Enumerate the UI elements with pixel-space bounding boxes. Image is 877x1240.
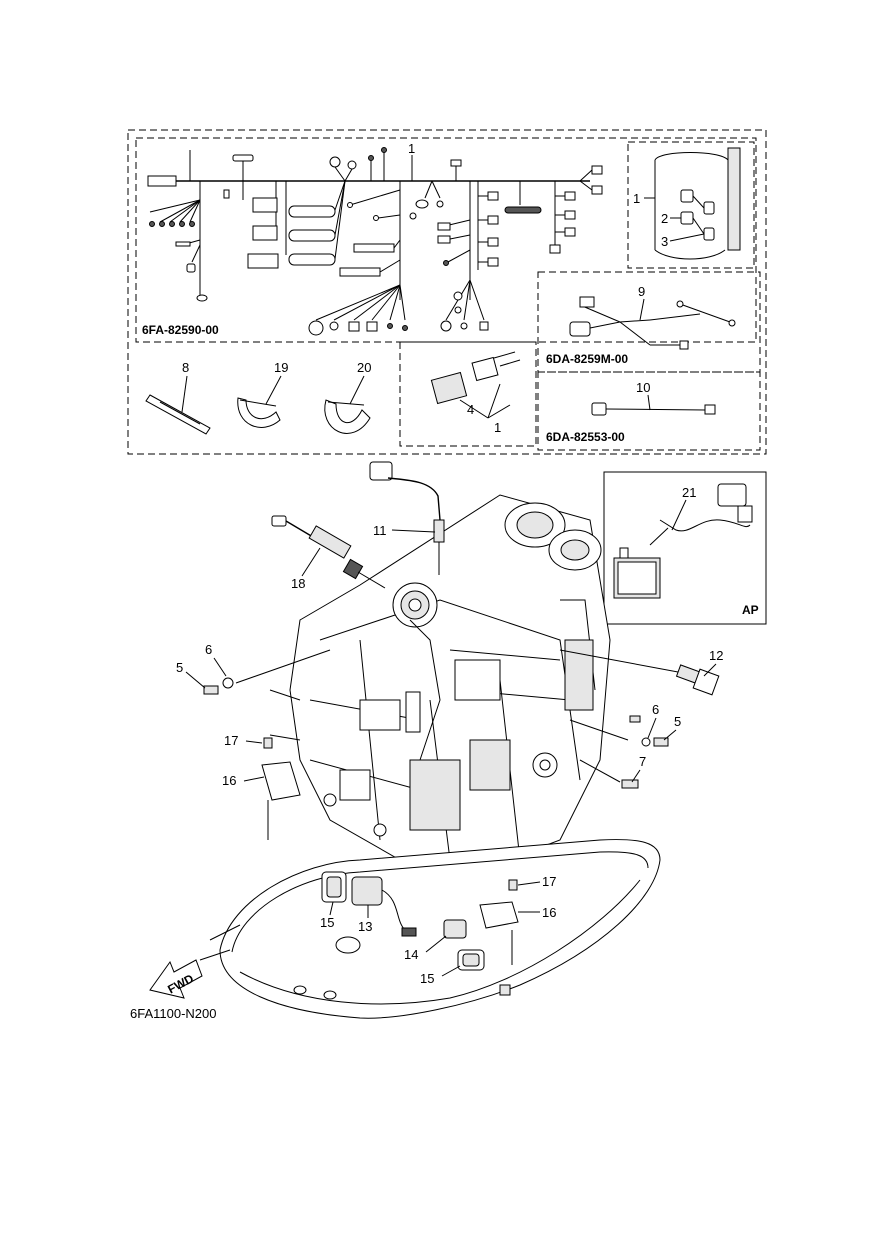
lead-wire-10 xyxy=(591,402,716,416)
callout-10: 10 xyxy=(636,380,650,395)
ap-inset-frame xyxy=(603,471,767,625)
callout-6-right: 6 xyxy=(652,702,659,717)
callout-4: 4 xyxy=(467,402,474,417)
callout-5-right: 5 xyxy=(674,714,681,729)
callout-20: 20 xyxy=(357,360,371,375)
bottom-cowling xyxy=(199,839,661,1019)
callout-19: 19 xyxy=(274,360,288,375)
callout-15-right: 15 xyxy=(420,971,434,986)
connector-parts xyxy=(430,351,521,419)
callout-3-inset: 3 xyxy=(661,234,668,249)
part-code-lead-wire: 6DA-82553-00 xyxy=(546,430,625,444)
engine-block xyxy=(269,494,611,871)
callout-7: 7 xyxy=(639,754,646,769)
callout-2-inset: 2 xyxy=(661,211,668,226)
grommets-15 xyxy=(321,871,485,971)
sub-harness-9 xyxy=(569,296,736,350)
part-code-harness-main: 6FA-82590-00 xyxy=(142,323,219,337)
inset-frame xyxy=(627,141,755,269)
callout-17-left: 17 xyxy=(224,733,238,748)
callout-15-left: 15 xyxy=(320,915,334,930)
wire-harness-main xyxy=(147,147,603,336)
callout-16-left: 16 xyxy=(222,773,236,788)
callout-6-left: 6 xyxy=(205,642,212,657)
connector-frame xyxy=(399,341,537,447)
callout-1-connector: 1 xyxy=(494,420,501,435)
callout-21: 21 xyxy=(682,485,696,500)
callout-9: 9 xyxy=(638,284,645,299)
callout-1-harness: 1 xyxy=(408,141,415,156)
switch-13-14 xyxy=(351,876,467,939)
callout-18: 18 xyxy=(291,576,305,591)
ap-label: AP xyxy=(742,603,759,617)
callout-16-right: 16 xyxy=(542,905,556,920)
clamps-16 xyxy=(261,737,519,965)
ap-inset: 21 AP xyxy=(603,471,767,625)
harness-group-frame xyxy=(127,129,767,455)
figure-id: 6FA1100-N200 xyxy=(130,1006,217,1021)
callout-1-inset: 1 xyxy=(633,191,640,206)
callout-17-right: 17 xyxy=(542,874,556,889)
clamp-parts xyxy=(145,394,371,435)
callout-13: 13 xyxy=(358,919,372,934)
lead-wire-frame xyxy=(537,371,761,451)
callout-11: 11 xyxy=(373,523,387,538)
callout-12: 12 xyxy=(709,648,723,663)
part-code-harness-sub: 6DA-8259M-00 xyxy=(546,352,628,366)
callout-8: 8 xyxy=(182,360,189,375)
fwd-arrow-icon: FWD xyxy=(149,959,203,999)
harness-group: 1 1 2 3 9 10 8 19 20 4 1 6FA-82590-00 6D… xyxy=(127,129,767,455)
sensor-18 xyxy=(271,515,386,589)
sender-12 xyxy=(559,649,720,696)
inset-wiring xyxy=(654,147,741,260)
callout-5-left: 5 xyxy=(176,660,183,675)
callout-14: 14 xyxy=(404,947,418,962)
bolts xyxy=(203,649,669,789)
sensor-11 xyxy=(369,461,445,575)
